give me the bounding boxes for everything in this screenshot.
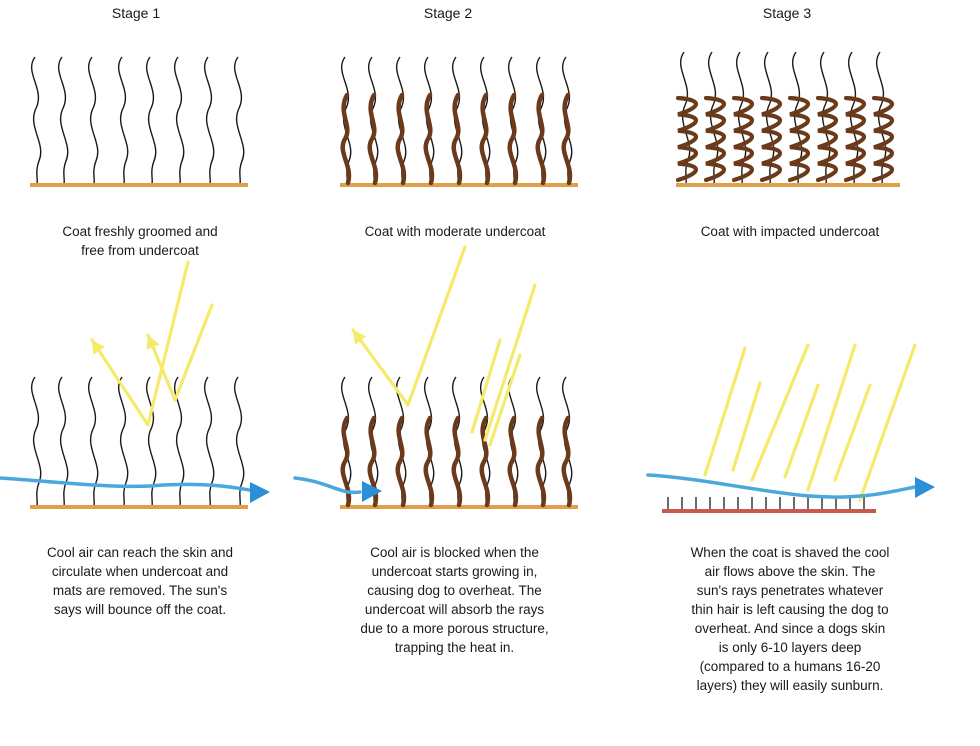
undercoat-hair [479,92,491,186]
undercoat-hair [561,415,573,508]
reflected-ray-head [92,340,105,355]
guard-hair [233,376,245,506]
guard-hair [117,56,129,184]
undercoat-hair [423,415,435,508]
cool-air-arrow [646,473,917,499]
reflected-ray-head [353,330,367,345]
reflected-ray [351,328,410,407]
undercoat-hair [561,92,573,186]
stage-1-description: Cool air can reach the skin and circulat… [46,545,234,617]
undercoat-coil [843,95,867,183]
guard-hair [203,56,215,184]
sun-ray [488,353,522,447]
sun-ray [858,343,917,502]
guard-hair [117,376,129,506]
undercoat-coil [787,95,811,183]
stage-1-caption: Coat freshly groomed and free from under… [62,224,218,258]
stage-2-description: Cool air is blocked when the undercoat s… [360,545,549,655]
guard-hair [173,56,185,184]
stage-3-caption: Coat with impacted undercoat [700,224,880,239]
sun-ray [783,383,820,479]
undercoat-hair [507,415,519,508]
undercoat-hair [451,415,463,508]
stage-1-title: Stage 1 [111,5,161,21]
sun-ray [470,338,502,434]
undercoat-hair [340,92,352,186]
guard-hair [145,56,157,184]
stage-3-description: When the coat is shaved the cool air flo… [690,545,890,693]
undercoat-coil [731,95,755,183]
sun-ray [146,260,190,427]
sun-ray [483,283,537,442]
undercoat-coil [675,95,699,183]
guard-hair [30,56,42,184]
undercoat-hair [395,415,407,508]
undercoat-hair [367,92,379,186]
guard-hair [57,376,69,506]
sun-ray [406,245,467,407]
sun-ray [173,303,214,402]
sun-ray [731,381,762,472]
guard-hair [233,56,245,184]
reflected-ray-head [146,335,160,350]
guard-hair [173,376,185,506]
guard-hair [87,376,99,506]
reflected-ray [90,338,150,427]
stage-2-title: Stage 2 [423,5,473,21]
cool-air-arrow-head [362,481,382,502]
undercoat-coil [815,95,839,183]
cool-air-arrow [293,476,362,495]
sun-ray [806,343,857,492]
cool-air-arrow-head [250,482,270,503]
undercoat-hair [451,92,463,186]
sun-ray [833,383,872,482]
undercoat-hair [395,92,407,186]
undercoat-hair [535,415,547,508]
guard-hair [57,56,69,184]
undercoat-coil [759,95,783,183]
cool-air-arrow [0,476,262,494]
guard-hair [87,56,99,184]
undercoat-hair [423,92,435,186]
undercoat-hair [479,415,491,508]
cool-air-arrow-head [915,477,935,498]
undercoat-coil [703,95,727,183]
stage-2-caption: Coat with moderate undercoat [364,224,546,239]
sun-ray [750,343,810,482]
undercoat-hair [507,92,519,186]
stage-3-title: Stage 3 [762,5,812,21]
guard-hair [203,376,215,506]
undercoat-coil [871,95,895,183]
sun-ray [703,346,747,477]
guard-hair [145,376,157,506]
guard-hair [30,376,42,506]
undercoat-hair [535,92,547,186]
